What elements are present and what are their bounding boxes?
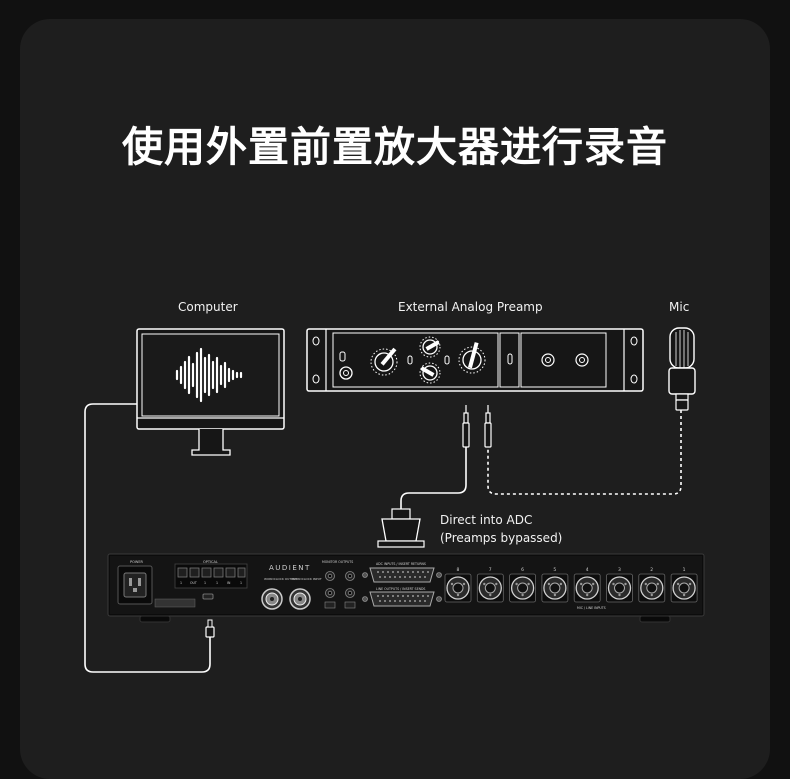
channel-number-label: 4 xyxy=(586,567,589,573)
mic-label: Mic xyxy=(669,300,690,314)
optical-label: OPTICAL xyxy=(203,560,218,564)
mic-line-inputs-label: MIC / LINE INPUTS xyxy=(577,606,606,610)
bnc-connector-icon xyxy=(289,588,311,610)
bnc-connector-icon xyxy=(261,588,283,610)
output-knob-icon xyxy=(458,342,486,374)
channel-number-label: 5 xyxy=(553,567,556,573)
wordclock-out-label: WORDCLOCK OUTPUT xyxy=(264,577,297,581)
direct-adc-line2: (Preamps bypassed) xyxy=(440,531,563,545)
xlr-combo-jack-icon xyxy=(444,573,472,603)
gain-knob-icon xyxy=(370,347,398,376)
mic-line-inputs: 8 7 6 5 4 3 2 1 xyxy=(444,567,698,603)
usb-plug-icon xyxy=(205,619,215,638)
usb-cable xyxy=(84,403,211,673)
xlr-combo-jack-icon xyxy=(541,573,569,603)
preamp-label: External Analog Preamp xyxy=(398,300,543,314)
connection-diagram: POWER OPTICAL 1 OUT 1 1 IN 1 AUD xyxy=(84,327,705,673)
channel-number-label: 7 xyxy=(489,567,492,573)
microphone-icon xyxy=(668,327,696,411)
power-label: POWER xyxy=(130,560,144,564)
channel-number-label: 3 xyxy=(618,567,621,573)
adc-inputs-label: ADC INPUTS / INSERT RETURNS xyxy=(376,562,426,566)
optical-port-label: IN xyxy=(227,581,231,585)
channel-number-label: 1 xyxy=(683,567,686,573)
jack-plug-icon xyxy=(462,405,470,448)
monitor-outputs-label: MONITOR OUTPUTS xyxy=(322,560,353,564)
channel-number-label: 6 xyxy=(521,567,524,573)
page-title: 使用外置前置放大器进行录音 xyxy=(122,123,668,171)
optical-port-label: 1 xyxy=(204,581,206,585)
preamp-unit-icon xyxy=(306,328,644,392)
jack-plug-icon xyxy=(484,405,492,448)
channel-number-label: 8 xyxy=(457,567,460,573)
brand-logo: AUDIENT xyxy=(269,564,311,572)
db25-port-icon xyxy=(362,567,442,583)
optical-port-label: 1 xyxy=(180,581,182,585)
xlr-combo-jack-icon xyxy=(638,573,666,603)
waveform-icon xyxy=(175,347,243,403)
preamp-to-adc-cable xyxy=(400,446,467,510)
computer-label: Computer xyxy=(178,300,238,314)
optical-port-label: 1 xyxy=(240,581,242,585)
optical-port-label: 1 xyxy=(216,581,218,585)
xlr-combo-jack-icon xyxy=(670,573,698,603)
xlr-combo-jack-icon xyxy=(606,573,633,603)
freq-knob-icon xyxy=(419,362,441,384)
mic-to-preamp-cable xyxy=(487,410,682,495)
wordclock-in-label: WORDCLOCK INPUT xyxy=(292,577,322,581)
line-outputs-label: LINE OUTPUTS / INSERT SENDS xyxy=(376,587,425,591)
xlr-combo-jack-icon xyxy=(476,573,504,603)
computer-monitor-icon xyxy=(136,328,285,456)
audio-interface-icon: POWER OPTICAL 1 OUT 1 1 IN 1 AUD xyxy=(107,553,705,623)
xlr-combo-jack-icon xyxy=(509,573,537,603)
direct-adc-label: Direct into ADC (Preamps bypassed) xyxy=(440,511,562,547)
db25-port-icon xyxy=(362,591,442,607)
xlr-combo-jack-icon xyxy=(573,573,601,603)
channel-number-label: 2 xyxy=(650,567,653,573)
eq-knob-icon xyxy=(419,336,441,358)
db25-connector-icon xyxy=(377,508,425,548)
optical-port-label: OUT xyxy=(190,581,197,585)
direct-adc-line1: Direct into ADC xyxy=(440,513,533,527)
